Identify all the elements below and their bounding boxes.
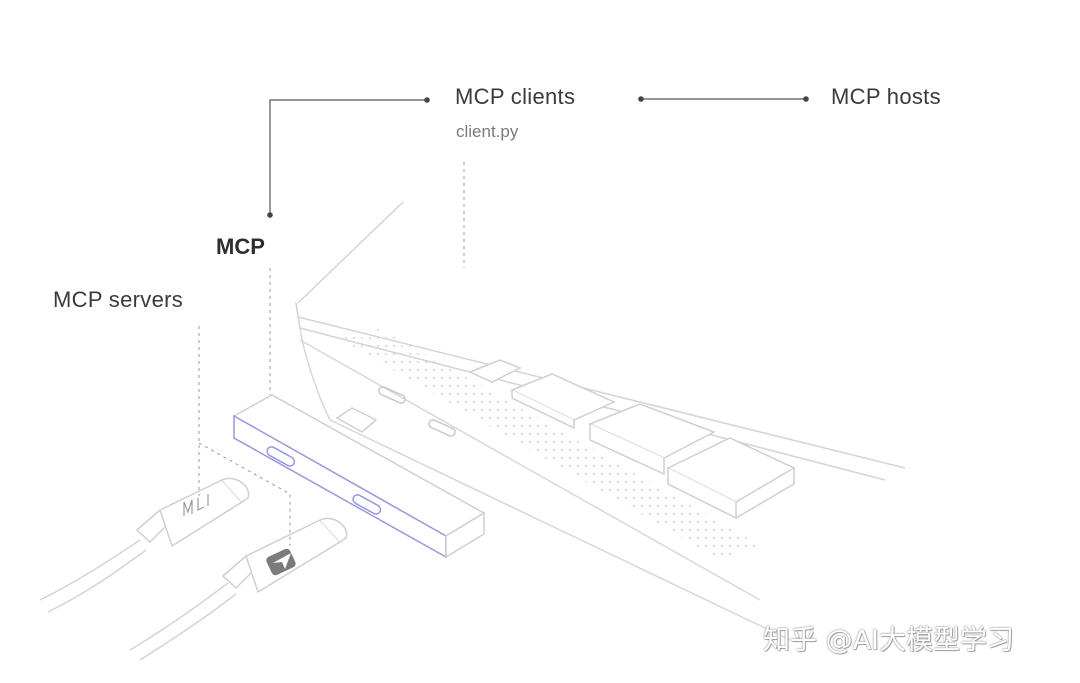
arrow-logo-icon [266, 548, 296, 576]
leader-lines [269, 98, 806, 215]
laptop-base [299, 327, 791, 641]
mcp-hosts-label: MCP hosts [831, 84, 941, 109]
mcp-clients-label: MCP clients [455, 84, 576, 109]
keyboard-keys [468, 359, 796, 520]
usb-plug-left [135, 477, 250, 548]
mcp-label: MCP [216, 234, 265, 259]
leader-dots [267, 96, 809, 218]
speaker-grille [338, 328, 760, 560]
usb-hub [232, 394, 486, 559]
usb-plug-right [221, 517, 348, 594]
usb-cables [39, 539, 237, 661]
client-file-label: client.py [456, 122, 519, 141]
laptop-ports [378, 386, 456, 437]
mcp-servers-label: MCP servers [53, 287, 184, 312]
dashed-guides [198, 162, 465, 546]
mcp-logo-icon [183, 494, 209, 516]
watermark-text: 知乎 @AI大模型学习 [763, 625, 1015, 656]
